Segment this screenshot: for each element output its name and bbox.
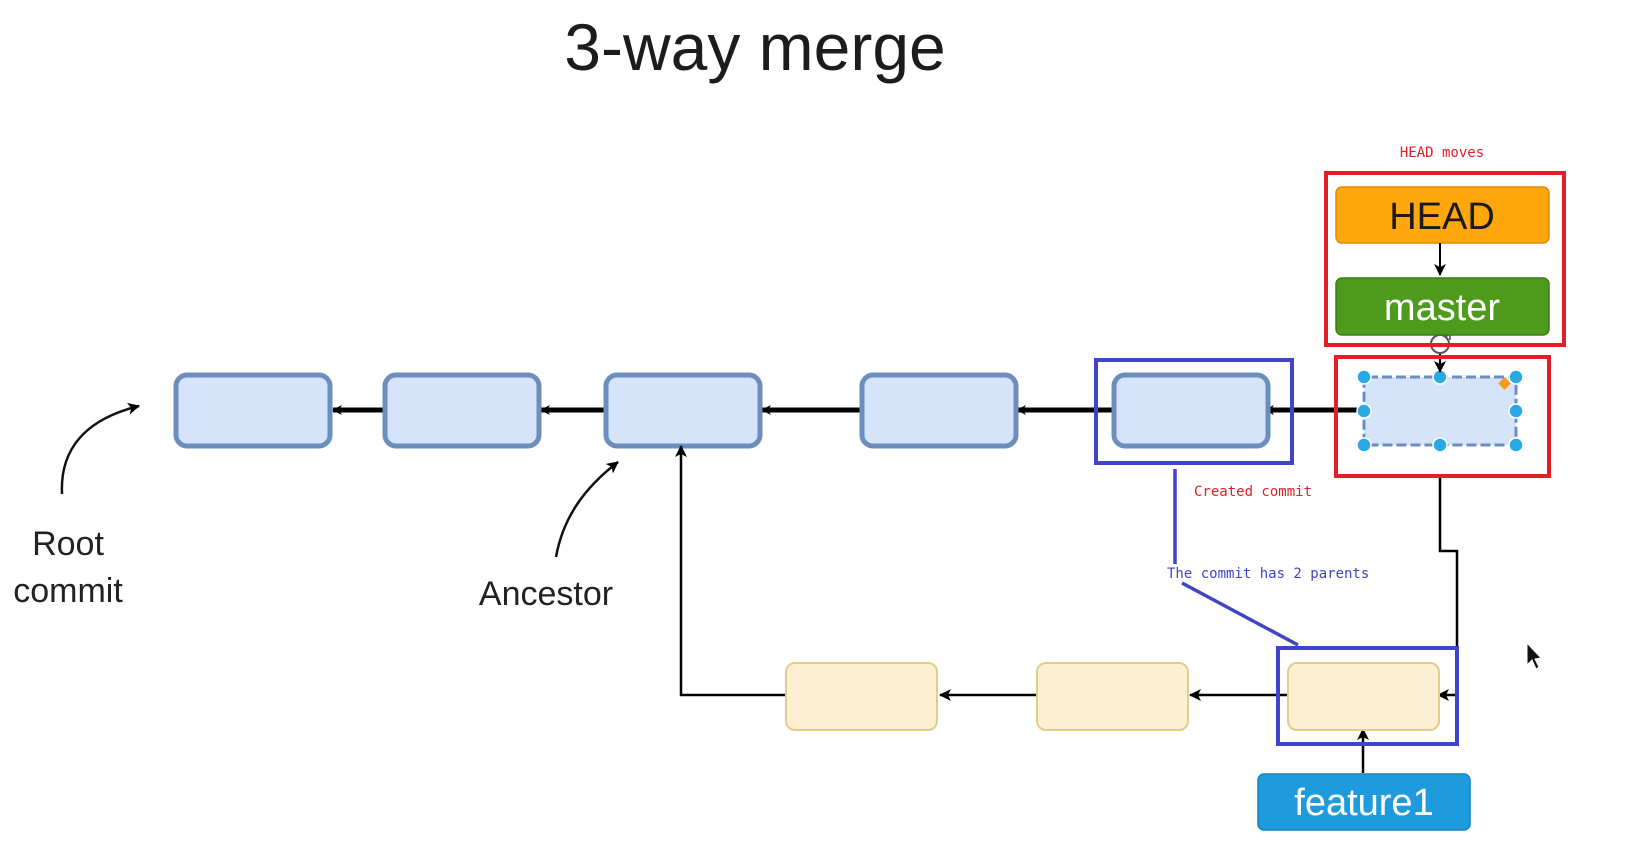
master-ref[interactable]: master xyxy=(1335,277,1550,336)
resize-handle xyxy=(1508,437,1524,453)
ancestor-label: Ancestor xyxy=(479,575,613,613)
head-ref-box xyxy=(1335,186,1550,244)
resize-handle xyxy=(1356,403,1372,419)
blue-annotations: The commit has 2 parents xyxy=(1094,358,1459,746)
merge-commit-highlight-box xyxy=(1334,355,1551,478)
feature-commit-box[interactable] xyxy=(785,662,938,731)
feature-branch-commits xyxy=(785,662,1440,731)
merge-commit-box[interactable] xyxy=(1362,375,1518,447)
feature-tip-commit-box[interactable] xyxy=(1287,662,1440,731)
arrow-merge-to-feature-tip xyxy=(1437,476,1459,701)
commit-box[interactable] xyxy=(1111,372,1271,449)
ancestor-commit-box[interactable] xyxy=(603,372,763,449)
feature-commit-box[interactable] xyxy=(1036,662,1189,731)
head-moves-note: HEAD moves xyxy=(1400,145,1484,161)
head-ref[interactable]: HEAD xyxy=(1335,186,1550,244)
ancestor-pointer xyxy=(554,461,619,558)
master-ref-box xyxy=(1335,277,1550,336)
head-ref-label: HEAD xyxy=(1389,196,1495,238)
arrow-feature1-to-ancestor xyxy=(675,445,786,697)
mouse-cursor-icon xyxy=(1526,641,1543,670)
feature-ref-box xyxy=(1257,773,1471,831)
commit-box[interactable] xyxy=(173,372,333,449)
red-annotations: HEAD moves Created commit xyxy=(1194,145,1566,500)
commit-box[interactable] xyxy=(859,372,1019,449)
master-ref-label: master xyxy=(1384,287,1500,329)
resize-handle xyxy=(1432,369,1448,385)
two-parents-note: The commit has 2 parents xyxy=(1167,566,1369,582)
head-master-highlight-box xyxy=(1324,171,1566,347)
resize-handle xyxy=(1356,369,1372,385)
root-commit-label-line2: commit xyxy=(13,572,123,610)
selection-handles[interactable] xyxy=(1356,369,1524,453)
resize-handle xyxy=(1508,403,1524,419)
root-commit-label-line1: Root xyxy=(32,525,104,563)
commit-box[interactable] xyxy=(382,372,542,449)
feature-ref-label: feature1 xyxy=(1294,782,1433,824)
feature-ref[interactable]: feature1 xyxy=(1257,773,1471,831)
resize-handle xyxy=(1508,369,1524,385)
merge-commit[interactable] xyxy=(1356,332,1524,453)
parent2-highlight-box xyxy=(1276,646,1459,746)
created-commit-note: Created commit xyxy=(1194,484,1312,500)
root-commit-pointer xyxy=(60,402,140,495)
parent1-highlight-box xyxy=(1094,358,1294,465)
page-title: 3-way merge xyxy=(564,10,945,84)
parent2-connector xyxy=(1181,581,1299,647)
resize-handle xyxy=(1432,437,1448,453)
feature-branch-arrows xyxy=(675,445,1459,773)
resize-handle xyxy=(1356,437,1372,453)
